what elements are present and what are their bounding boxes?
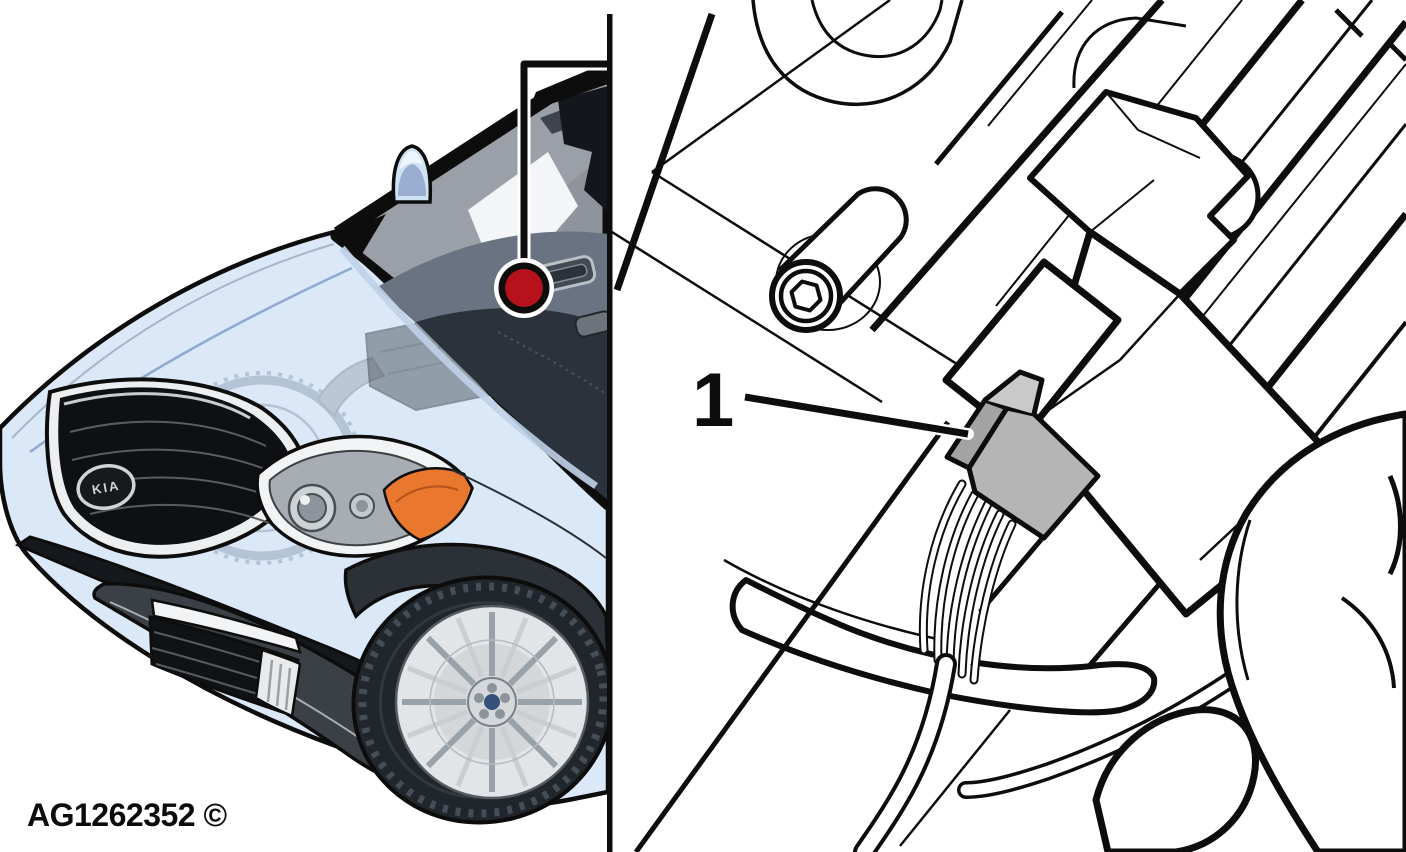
lug-nuts <box>474 683 510 719</box>
harness-wires <box>853 475 1257 852</box>
center-cap <box>484 694 500 710</box>
tire-tread <box>358 582 607 818</box>
rearview-mirror-silhouette <box>558 86 607 212</box>
headlight-group <box>255 434 474 558</box>
shroud-curve <box>751 0 964 106</box>
hex-socket-icon <box>789 279 823 313</box>
dash-vent <box>574 310 607 338</box>
rim-spokes-light <box>407 617 577 787</box>
location-marker-dot <box>505 269 543 307</box>
callout-number-label: 1 <box>692 358 734 443</box>
foglight-chrome-strip <box>150 598 302 654</box>
background-structure-lines <box>611 0 1406 404</box>
grille-pinch-highlight <box>63 392 251 420</box>
grille-group: KIA <box>44 377 308 559</box>
finger-tip <box>1092 706 1259 852</box>
dash-stitch-line <box>497 331 607 395</box>
callout-1: 1 <box>692 358 974 443</box>
vehicle-location-panel: KIA <box>0 57 607 833</box>
fender-seam <box>451 469 607 559</box>
connector-main-face <box>966 405 1101 541</box>
callout-leader-line <box>744 393 969 438</box>
dashboard-dark <box>416 308 607 500</box>
kia-badge-text: KIA <box>91 478 122 498</box>
kia-badge: KIA <box>76 464 136 510</box>
location-marker <box>494 258 554 318</box>
panel-divider <box>607 14 613 852</box>
rim-spokes <box>402 612 582 792</box>
socket-bolt <box>769 186 909 333</box>
glass-light-band <box>344 84 607 302</box>
structure-line <box>613 12 716 292</box>
cowl-shadow <box>339 245 598 489</box>
part-connector <box>944 369 1101 541</box>
figure-code-label: AG1262352 © <box>27 797 227 833</box>
callout-bracket <box>517 57 607 269</box>
connector-top-face <box>983 369 1045 415</box>
alloy-rim <box>394 604 590 800</box>
turn-signal <box>382 467 474 542</box>
lower-shroud <box>723 558 1158 716</box>
hand-fingers <box>1092 410 1406 852</box>
pillar-base-trim <box>336 214 386 254</box>
side-mirror <box>391 144 433 204</box>
connector-closeup-panel: 1 <box>611 0 1406 852</box>
bottom-diagonal <box>633 420 951 852</box>
front-wheel-group <box>343 542 607 825</box>
finger <box>1216 410 1406 852</box>
